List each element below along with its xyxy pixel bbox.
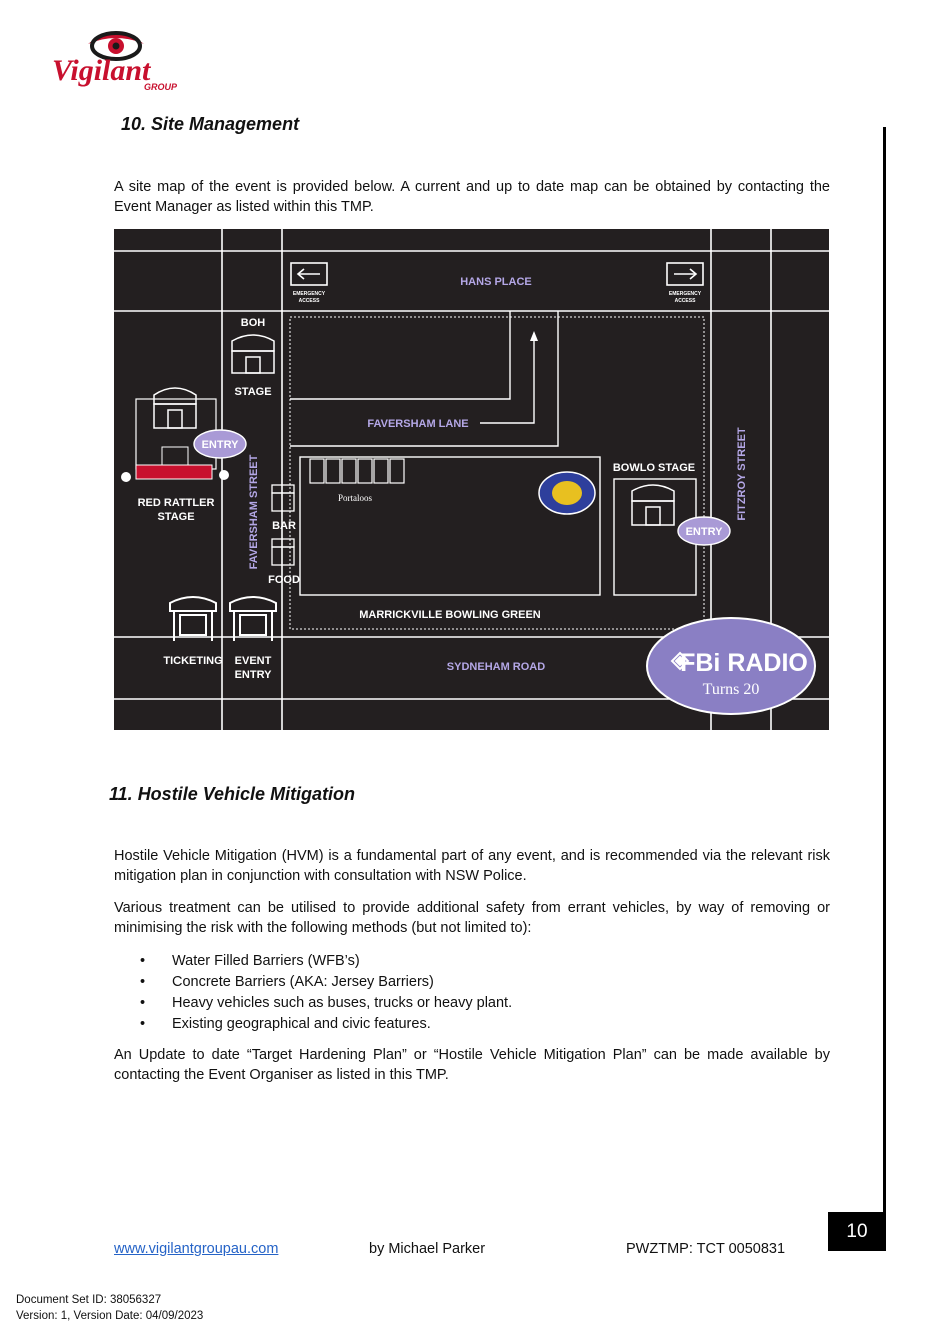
svg-text:GROUP: GROUP	[144, 82, 178, 92]
footer-doc-ref: PWZTMP: TCT 0050831	[626, 1241, 786, 1257]
svg-text:STAGE: STAGE	[234, 386, 271, 398]
list-item: •Water Filled Barriers (WFB’s)	[140, 953, 360, 969]
svg-text:FOOD: FOOD	[268, 574, 300, 586]
red-rattler-stage-icon	[153, 387, 197, 429]
svg-text:HANS PLACE: HANS PLACE	[460, 276, 532, 288]
portaloo-icons	[309, 458, 405, 484]
section-11-paragraph-1: Hostile Vehicle Mitigation (HVM) is a fu…	[114, 848, 830, 884]
svg-text:SYDNEHAM ROAD: SYDNEHAM ROAD	[447, 661, 545, 673]
svg-text:FITZROY STREET: FITZROY STREET	[736, 427, 748, 521]
svg-text:BOWLO STAGE: BOWLO STAGE	[613, 462, 695, 474]
entry-right-label: ENTRY	[686, 526, 724, 538]
emergency-access-left-icon	[290, 262, 328, 286]
svg-text:STAGE: STAGE	[157, 511, 194, 523]
svg-text:FAVERSHAM STREET: FAVERSHAM STREET	[248, 454, 260, 569]
ticketing-icon	[169, 596, 217, 641]
svg-text:TICKETING: TICKETING	[163, 655, 222, 667]
list-item: •Heavy vehicles such as buses, trucks or…	[140, 995, 513, 1011]
svg-text:Turns 20: Turns 20	[703, 681, 760, 698]
svg-text:ENTRY: ENTRY	[235, 669, 273, 681]
footer-author: by Michael Parker	[369, 1241, 486, 1257]
bar-icon	[271, 484, 295, 512]
page-number: 10	[828, 1212, 886, 1251]
footer-website-link[interactable]: www.vigilantgroupau.com	[114, 1241, 279, 1257]
svg-text:FAVERSHAM LANE: FAVERSHAM LANE	[367, 418, 468, 430]
document-version: Version: 1, Version Date: 04/09/2023	[16, 1310, 204, 1322]
svg-text:ACCESS: ACCESS	[299, 298, 321, 304]
svg-text:BAR: BAR	[272, 520, 296, 532]
section-10-heading: 10. Site Management	[121, 114, 300, 134]
event-entry-icon	[229, 596, 277, 641]
right-margin-rule	[883, 127, 886, 1251]
list-item: •Existing geographical and civic feature…	[140, 1016, 431, 1032]
document-set-id: Document Set ID: 38056327	[16, 1294, 162, 1306]
svg-text:BOH: BOH	[241, 317, 266, 329]
section-11-paragraph-2: Various treatment can be utilised to pro…	[114, 900, 830, 936]
section-11-heading: 11. Hostile Vehicle Mitigation	[109, 784, 356, 804]
svg-text:MARRICKVILLE BOWLING GREEN: MARRICKVILLE BOWLING GREEN	[359, 609, 541, 621]
svg-text:EMERGENCY: EMERGENCY	[669, 291, 702, 297]
entry-left-label: ENTRY	[202, 439, 240, 451]
svg-text:EMERGENCY: EMERGENCY	[293, 291, 326, 297]
vigilant-logo: Vigilant GROUP	[48, 24, 188, 94]
svg-text:FBi RADIO: FBi RADIO	[680, 649, 808, 677]
svg-text:ACCESS: ACCESS	[675, 298, 697, 304]
svg-text:Portaloos: Portaloos	[338, 493, 372, 503]
section-10-paragraph: A site map of the event is provided belo…	[114, 179, 830, 215]
hvm-methods-list: •Water Filled Barriers (WFB’s) •Concrete…	[140, 951, 830, 1035]
emergency-access-right-icon	[666, 262, 704, 286]
site-map: EMERGENCY ACCESS EMERGENCY ACCESS HANS P…	[114, 229, 829, 730]
svg-text:RED RATTLER: RED RATTLER	[138, 497, 215, 509]
svg-text:Vigilant: Vigilant	[52, 54, 152, 87]
boh-stage-icon	[231, 334, 275, 374]
bowlo-stage-icon	[631, 484, 675, 526]
list-item: •Concrete Barriers (AKA: Jersey Barriers…	[140, 974, 434, 990]
svg-text:EVENT: EVENT	[235, 655, 272, 667]
train-icon	[121, 446, 229, 482]
section-11-paragraph-3: An Update to date “Target Hardening Plan…	[114, 1047, 830, 1083]
food-icon	[271, 538, 295, 566]
fbi-radio-logo-icon	[670, 651, 690, 671]
bowling-club-crest-icon	[538, 471, 596, 515]
